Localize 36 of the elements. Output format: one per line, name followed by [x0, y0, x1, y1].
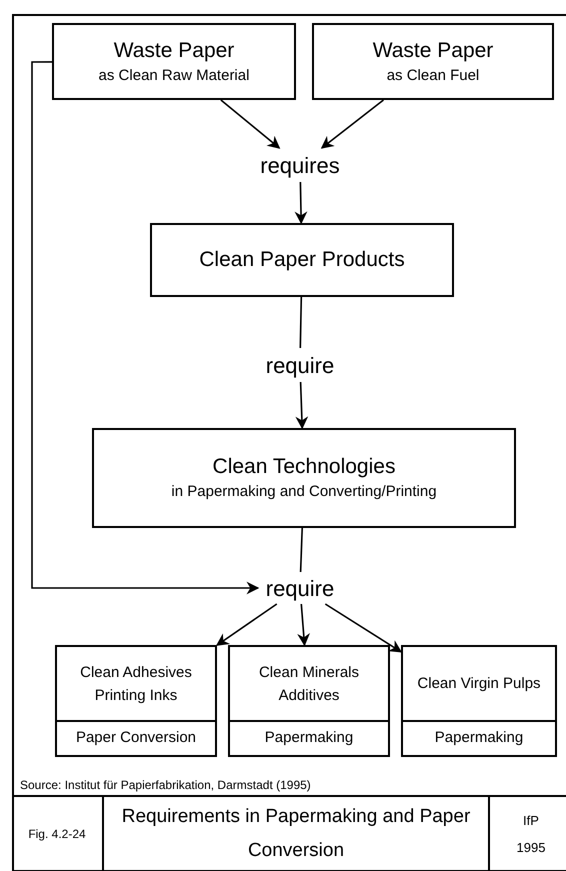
area-label: Papermaking	[264, 728, 354, 748]
footer-note: 1995	[516, 839, 546, 857]
process-box	[92, 428, 516, 528]
arrow	[220, 99, 280, 149]
box-heading: Clean Paper Products	[199, 247, 405, 273]
box-heading: Waste Paper	[114, 38, 234, 64]
area-label: Paper Conversion	[76, 728, 196, 748]
figure-title: Requirements in Papermaking and Paper Conversion	[120, 805, 472, 863]
arrow	[216, 603, 278, 646]
arrow	[297, 604, 310, 646]
requirement-title: Clean Virgin Pulps	[417, 674, 541, 694]
arrow	[320, 99, 384, 149]
process-box	[52, 23, 296, 100]
arrow	[295, 382, 308, 430]
arrow	[294, 182, 308, 224]
source-note: Source: Institut für Papierfabrikation, Darmstadt (1995)	[20, 777, 311, 794]
requirement-box	[55, 645, 217, 757]
footer-note: IfP	[523, 812, 539, 830]
area-label: Papermaking	[434, 728, 524, 748]
process-box	[150, 223, 454, 297]
arrow	[31, 61, 260, 594]
arrow	[324, 603, 402, 652]
box-subheading: as Clean Raw Material	[98, 66, 250, 86]
process-box	[312, 23, 554, 100]
figure-number: Fig. 4.2-24	[28, 826, 86, 843]
connector-word: require	[258, 572, 342, 604]
connector-word: requires	[250, 148, 350, 182]
box-heading: Clean Technologies	[212, 454, 396, 480]
box-heading: Waste Paper	[372, 38, 494, 64]
requirement-box	[228, 645, 390, 757]
requirement-box	[401, 645, 557, 757]
box-subheading: in Papermaking and Converting/Printing	[171, 482, 437, 502]
requirement-title: Clean Adhesives Printing Inks	[79, 662, 193, 706]
box-subheading: as Clean Fuel	[386, 66, 480, 86]
connector-word: require	[255, 348, 345, 382]
requirement-title: Clean Minerals Additives	[258, 662, 360, 706]
